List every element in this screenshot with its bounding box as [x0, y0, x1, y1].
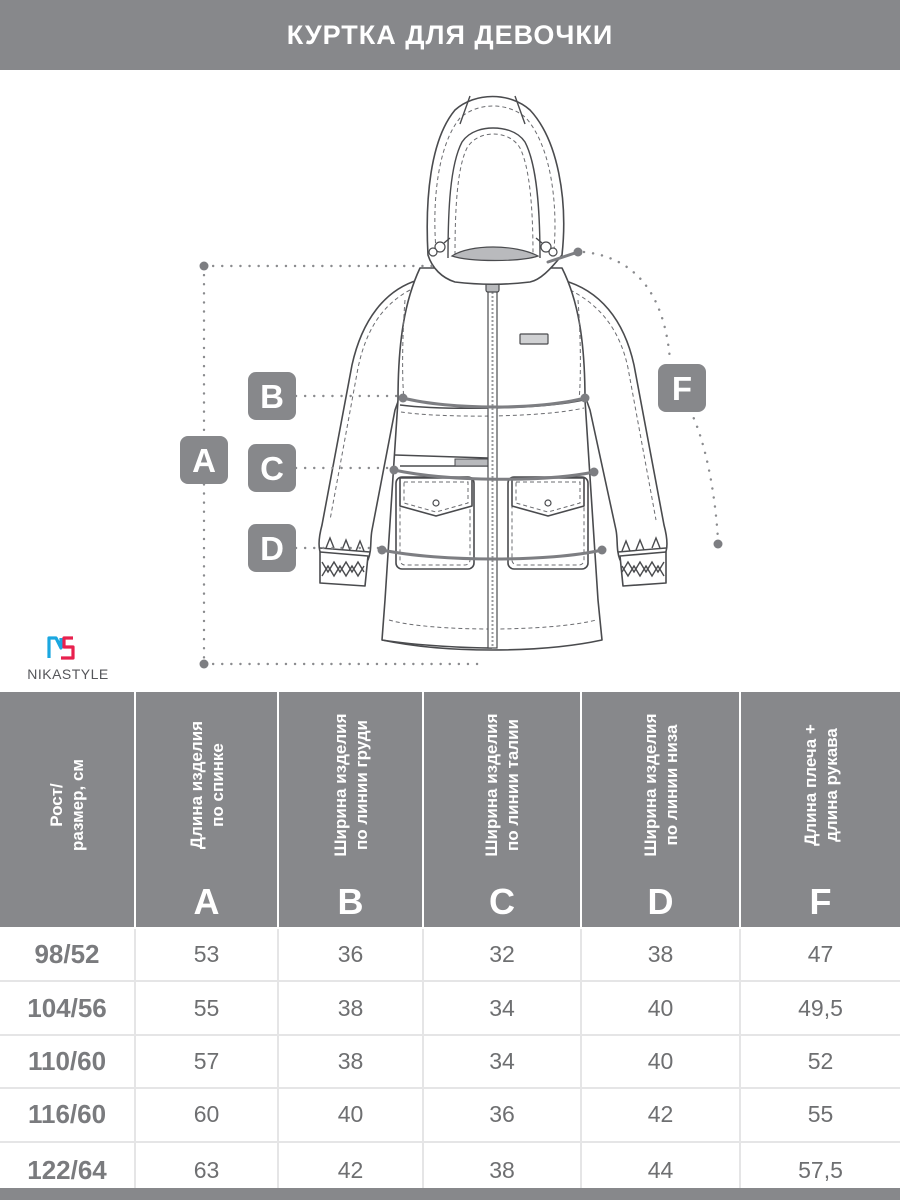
title-bar: КУРТКА ДЛЯ ДЕВОЧКИ — [0, 0, 900, 70]
value-f-cell: 55 — [740, 1088, 900, 1143]
header-d-line1: Ширина изделия — [640, 713, 660, 857]
header-b-letter: B — [337, 881, 364, 922]
header-b-line1: Ширина изделия — [330, 713, 350, 857]
value-b-cell: 38 — [278, 981, 424, 1036]
value-d-cell: 40 — [581, 981, 741, 1036]
size-cell: 110/60 — [0, 1034, 136, 1090]
size-cell: 116/60 — [0, 1088, 136, 1143]
header-a-line2: по спинке — [207, 743, 227, 827]
brand-name: NIKASTYLE — [27, 666, 109, 682]
header-f-letter: F — [809, 881, 832, 922]
value-c-cell: 34 — [423, 1034, 582, 1090]
brand-mark-icon — [47, 636, 75, 660]
header-size: Рост/ размер, см — [0, 692, 136, 929]
measure-b-line — [294, 393, 590, 409]
header-f: Длина плеча + длина рукава F — [740, 692, 900, 929]
header-f-line1: Длина плеча + — [800, 724, 820, 846]
header-a-line1: Длина изделия — [186, 720, 206, 850]
badge-f-label: F — [672, 370, 692, 407]
value-b-cell: 38 — [278, 1034, 424, 1090]
measure-c-line — [294, 465, 599, 481]
table-row: 110/60 57 38 34 40 52 — [0, 1034, 900, 1090]
badge-f: F — [658, 364, 706, 412]
header-c-line1: Ширина изделия — [482, 713, 501, 857]
hood — [426, 95, 565, 286]
header-a-letter: A — [193, 881, 220, 922]
badge-c-label: C — [260, 450, 284, 487]
header-a: Длина изделия по спинке A — [135, 692, 279, 929]
badge-d: D — [248, 524, 296, 572]
header-c-letter: C — [489, 881, 515, 922]
header-size-line1: Рост/ — [47, 783, 66, 827]
badge-c: C — [248, 444, 296, 492]
header-d-line2: по линии низа — [661, 724, 681, 846]
badge-b-label: B — [260, 378, 284, 415]
left-pocket — [395, 476, 475, 570]
page-title: КУРТКА ДЛЯ ДЕВОЧКИ — [286, 19, 614, 50]
header-b-line2: по линии груди — [351, 719, 371, 851]
value-c-cell: 32 — [423, 928, 582, 983]
size-cell: 104/56 — [0, 981, 136, 1036]
value-c-cell: 34 — [423, 981, 582, 1036]
badge-a-label: A — [192, 442, 216, 479]
jacket-body — [381, 261, 603, 651]
value-d-cell: 38 — [581, 928, 741, 983]
table-row: 98/52 53 36 32 38 47 — [0, 928, 900, 983]
value-f-cell: 49,5 — [740, 981, 900, 1036]
table-header-row: Рост/ размер, см Длина изделия по спинке… — [0, 692, 900, 929]
badge-b: B — [248, 372, 296, 420]
badge-d-label: D — [260, 530, 284, 567]
header-c: Ширина изделия по линии талии C — [423, 692, 582, 929]
measure-d-line — [294, 545, 607, 561]
header-d-letter: D — [647, 881, 674, 922]
header-c-line2: по линии талии — [503, 719, 522, 851]
value-c-cell: 36 — [423, 1088, 582, 1143]
header-d: Ширина изделия по линии низа D — [581, 692, 741, 929]
brand-logo: NIKASTYLE — [18, 636, 118, 684]
value-a-cell: 55 — [135, 981, 279, 1036]
left-sleeve — [318, 279, 421, 587]
value-f-cell: 52 — [740, 1034, 900, 1090]
value-a-cell: 53 — [135, 928, 279, 983]
header-b: Ширина изделия по линии груди B — [278, 692, 424, 929]
value-d-cell: 42 — [581, 1088, 741, 1143]
value-d-cell: 40 — [581, 1034, 741, 1090]
header-size-line2: размер, см — [68, 759, 87, 851]
table-row: 104/56 55 38 34 40 49,5 — [0, 981, 900, 1036]
size-chart-table: Рост/ размер, см Длина изделия по спинке… — [0, 692, 900, 1200]
value-b-cell: 40 — [278, 1088, 424, 1143]
header-f-line2: длина рукава — [821, 728, 841, 842]
value-f-cell: 47 — [740, 928, 900, 983]
bottom-bar — [0, 1188, 900, 1200]
right-sleeve — [561, 279, 668, 587]
table-row: 116/60 60 40 36 42 55 — [0, 1088, 900, 1143]
measure-f-line — [546, 247, 723, 549]
value-b-cell: 36 — [278, 928, 424, 983]
left-drawcord-toggle — [428, 237, 451, 257]
badge-a: A — [180, 436, 228, 484]
right-drawcord-toggle — [535, 237, 558, 257]
value-a-cell: 60 — [135, 1088, 279, 1143]
jacket-illustration: .ol { fill: #ffffff; stroke: #4a4b4e; st… — [0, 70, 900, 692]
size-cell: 98/52 — [0, 928, 136, 983]
value-a-cell: 57 — [135, 1034, 279, 1090]
